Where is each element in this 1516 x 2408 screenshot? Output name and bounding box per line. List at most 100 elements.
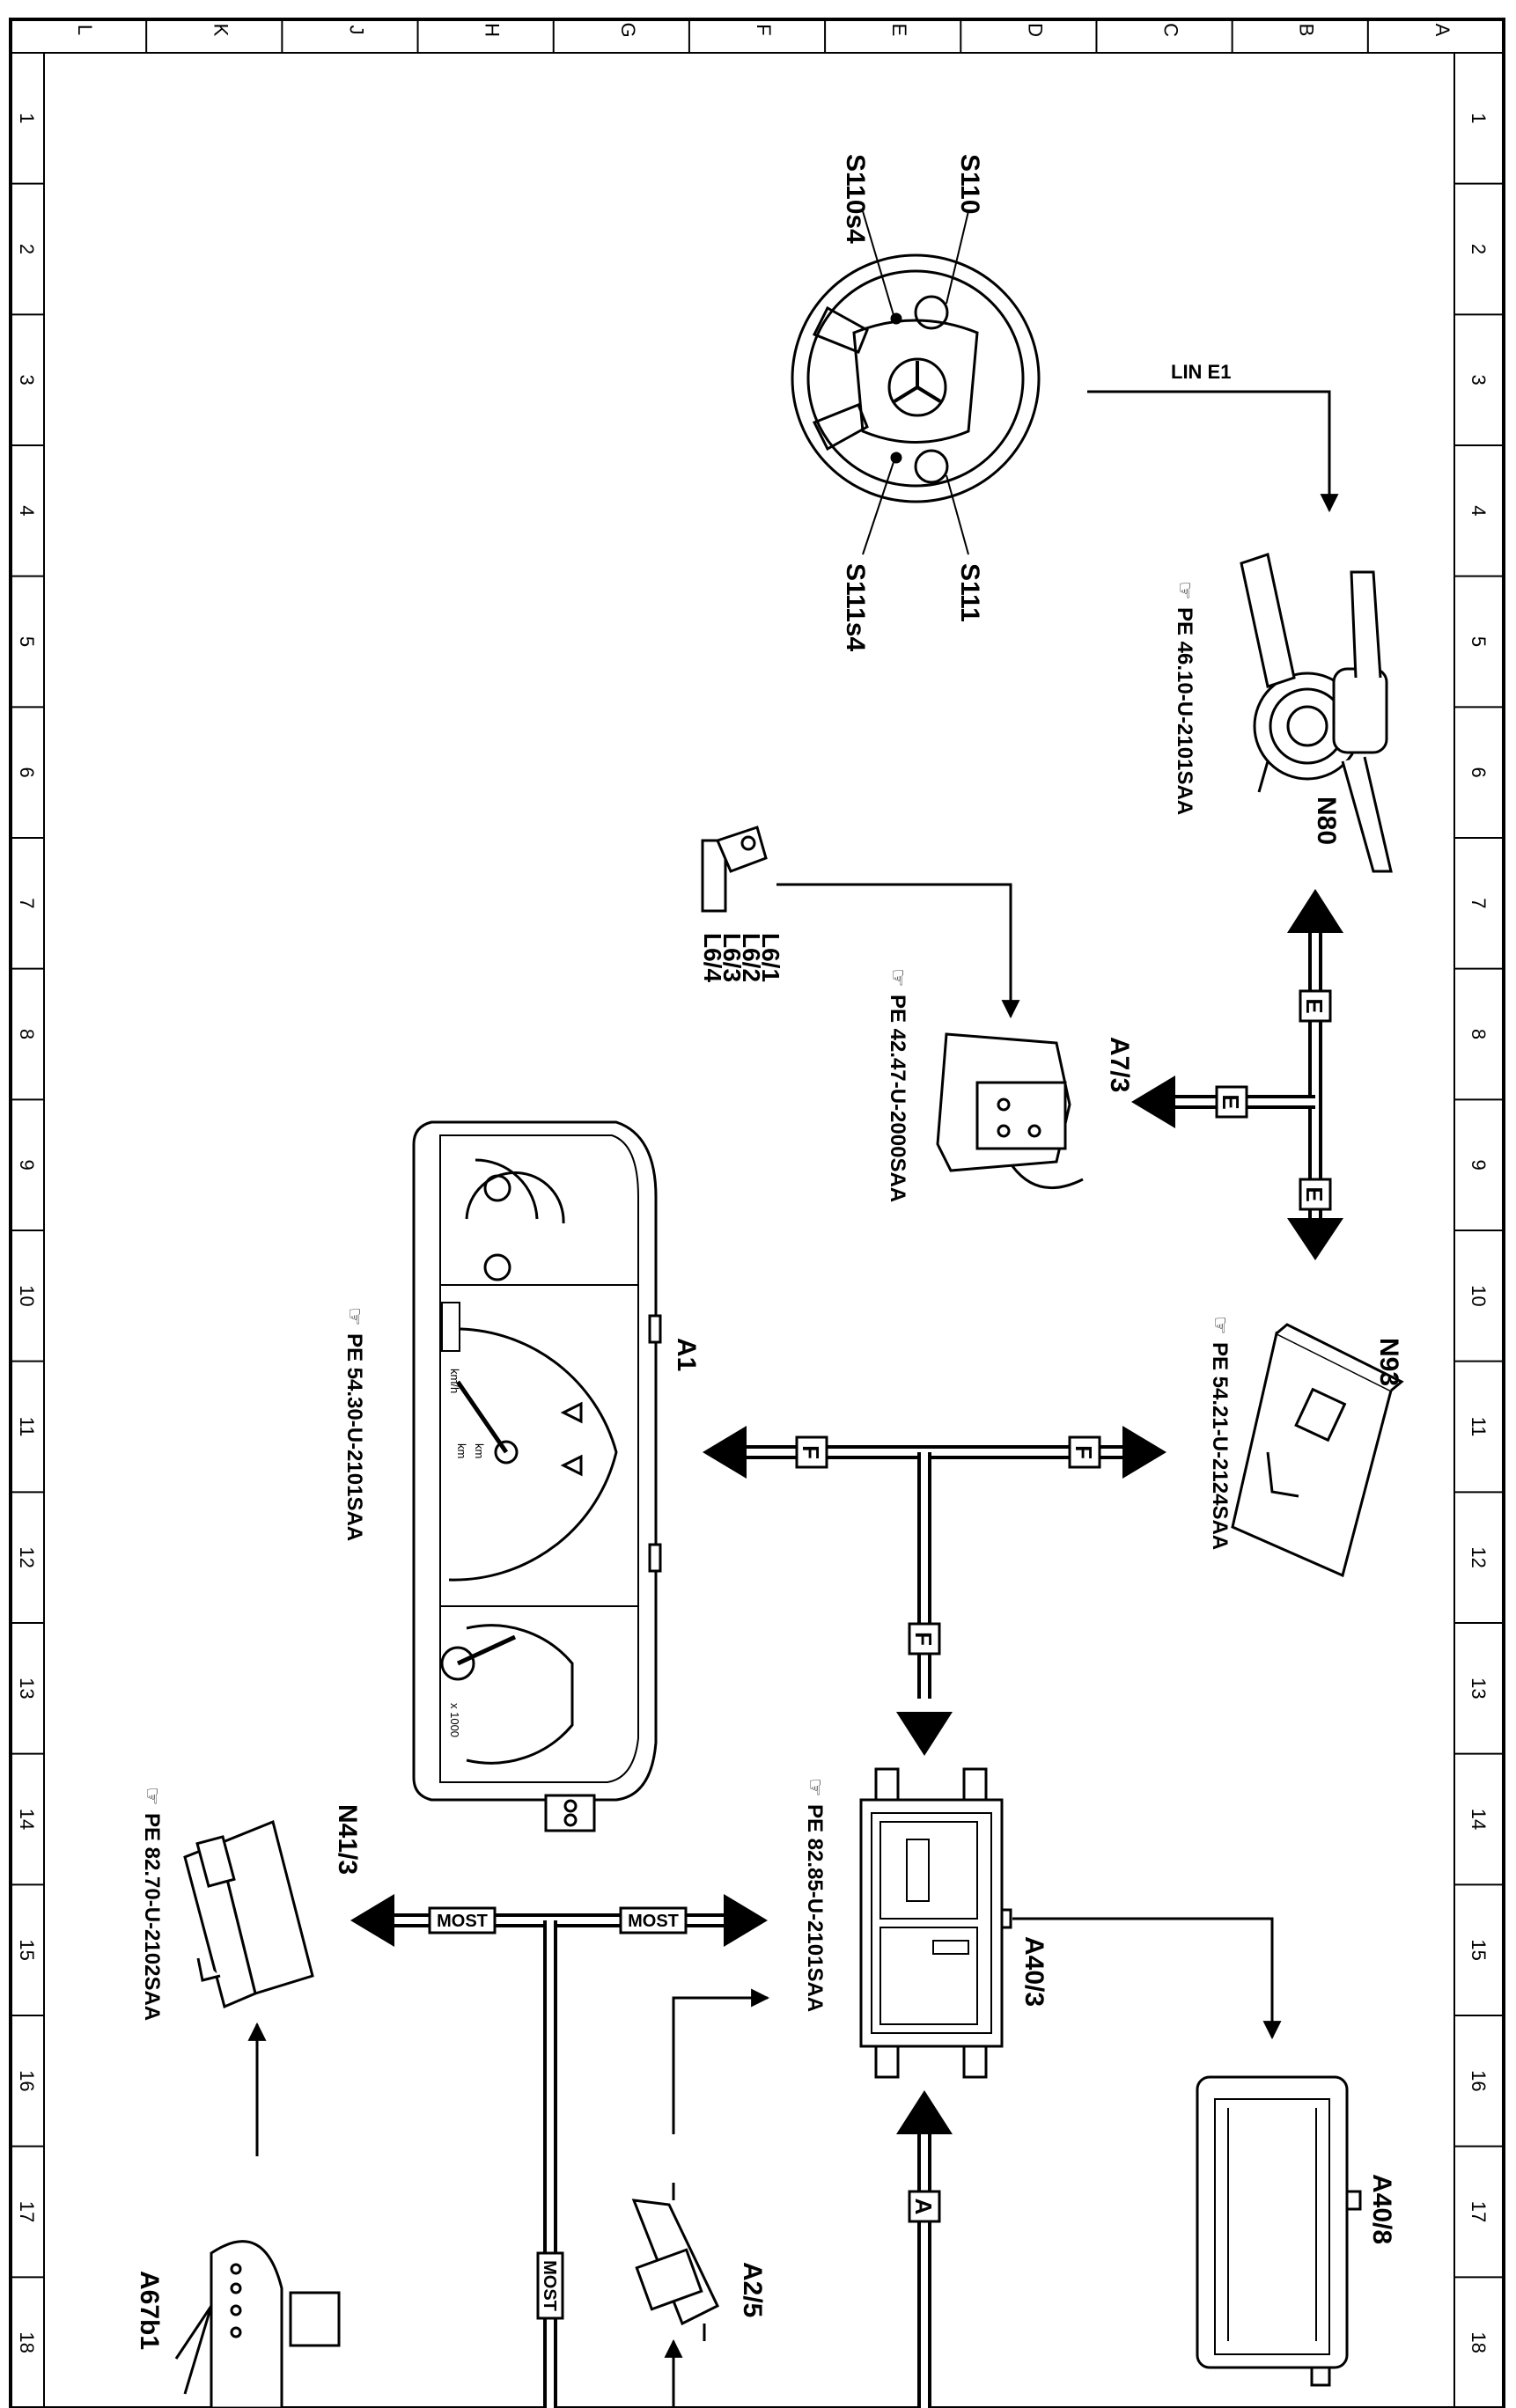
f-bus-arrow-right: [1122, 1426, 1166, 1479]
zone-letter: K: [210, 24, 232, 37]
ref-n93: PE 54.21-U-2124SAA: [1208, 1342, 1232, 1550]
zone-number: 13: [1468, 1678, 1490, 1699]
ref-a1: PE 54.30-U-2101SAA: [342, 1333, 366, 1541]
zone-number: 9: [1468, 1160, 1490, 1171]
zone-number: 3: [16, 375, 38, 385]
zone-letter: F: [753, 24, 775, 35]
label-l6-item: L6/4: [699, 933, 726, 982]
zone-letter: L: [74, 25, 96, 35]
ref-icon-a40-3: ☞: [803, 1778, 827, 1797]
a7-3-module: [936, 1032, 1084, 1190]
label-n41-3: N41/3: [333, 1804, 362, 1875]
e-bus-arrow-left: [1131, 1076, 1175, 1128]
zone-letter: H: [482, 23, 504, 37]
label-a67b1: A67b1: [135, 2271, 164, 2350]
zone-number: 3: [1468, 375, 1490, 385]
zone-letter: A: [1431, 24, 1453, 37]
zone-number: 17: [16, 2201, 38, 2222]
zone-number: 13: [16, 1678, 38, 1699]
label-a-bus: A: [910, 2199, 937, 2215]
ref-icon-n41-3: ☞: [140, 1787, 164, 1806]
cluster-km-2: km: [455, 1443, 468, 1458]
f-bus: [735, 1445, 1136, 1699]
most-bus-arrow-left: [350, 1894, 394, 1947]
label-l6-item: L6/1: [757, 933, 784, 982]
zone-number: 11: [1468, 1417, 1490, 1437]
a1-instrument-cluster: [412, 1120, 662, 1832]
zone-number: 6: [16, 767, 38, 778]
ref-a7-3: PE 42.47-U-2000SAA: [886, 995, 909, 1202]
e-bus: [1160, 911, 1322, 1241]
cluster-km-1: km: [473, 1443, 486, 1458]
n93-module: [1231, 1323, 1404, 1578]
zone-number: 5: [1468, 636, 1490, 647]
label-lin-e1: LIN E1: [1171, 361, 1231, 383]
ref-n41-3: PE 82.70-U-2102SAA: [140, 1813, 164, 2021]
label-n93: N93: [1374, 1338, 1403, 1386]
zone-letter: D: [1024, 23, 1046, 37]
label-l6-item: L6/3: [718, 933, 746, 982]
zone-number: 15: [1468, 1939, 1490, 1960]
cluster-kmh: km/h: [448, 1369, 461, 1393]
label-most-2: MOST: [628, 1912, 679, 1931]
n41-3-module: [183, 1819, 314, 2009]
s111-switch: [914, 449, 949, 484]
ref-n80: PE 46.10-U-2101SAA: [1173, 607, 1196, 815]
a2-5-to-a40-3-wire: [672, 1988, 770, 2134]
zone-letter: E: [888, 24, 910, 37]
label-a2-5: A2/5: [738, 2262, 767, 2317]
a40-3-head-unit: [859, 1767, 1012, 2079]
e-bus-arrow-top: [1287, 889, 1343, 933]
zone-number: 10: [1468, 1285, 1490, 1306]
zone-number: 16: [16, 2070, 38, 2091]
label-n80: N80: [1312, 797, 1341, 845]
zone-number: 11: [16, 1417, 38, 1437]
ref-icon-a1: ☞: [342, 1307, 366, 1326]
zone-number: 4: [16, 505, 38, 516]
zone-number: 17: [1468, 2201, 1490, 2222]
zone-number: 12: [1468, 1546, 1490, 1567]
l6-sensor: [701, 826, 768, 913]
grid-ticks: [11, 19, 1504, 2279]
s110-switch: [914, 295, 949, 330]
zone-number: 16: [1468, 2070, 1490, 2091]
zone-number: 1: [1468, 113, 1490, 123]
a40-3-to-a40-8-wire: [1012, 1917, 1282, 2040]
label-e-bus-3: E: [1218, 1094, 1244, 1109]
zone-number: 18: [1468, 2331, 1490, 2353]
label-s111s4: S111s4: [841, 563, 870, 651]
zone-number: 14: [16, 1809, 38, 1830]
zone-letter: B: [1296, 24, 1318, 37]
zone-letter: C: [1160, 23, 1182, 37]
label-s110s4: S110s4: [841, 154, 870, 244]
ref-icon-n80: ☞: [1173, 581, 1196, 600]
label-a7-3: A7/3: [1105, 1037, 1134, 1092]
zone-number: 6: [1468, 767, 1490, 778]
label-most-3: MOST: [540, 2260, 559, 2311]
zone-number: 10: [16, 1285, 38, 1306]
most-bus-arrow-right: [724, 1894, 768, 1947]
zone-number: 1: [16, 113, 38, 123]
cluster-rpm: x 1000: [448, 1703, 461, 1737]
label-f-bus-2: F: [1071, 1445, 1097, 1459]
a2-5-antenna-amplifier: [631, 2183, 719, 2341]
zone-number: 5: [16, 636, 38, 647]
e-bus-arrow-bottom: [1287, 1218, 1343, 1260]
zone-number: 8: [1468, 1029, 1490, 1039]
zone-number: 2: [16, 244, 38, 254]
zone-number: 15: [16, 1939, 38, 1960]
zone-letter: J: [345, 26, 367, 35]
lin-e1-wire: [1087, 390, 1339, 513]
a-bus-arrow-up: [896, 2090, 953, 2134]
zone-number: 7: [1468, 898, 1490, 908]
ref-icon-n93: ☞: [1208, 1316, 1232, 1335]
zone-number: 7: [16, 898, 38, 908]
label-l6-item: L6/2: [738, 933, 765, 982]
ref-icon-a7-3: ☞: [886, 968, 909, 987]
steering-wheel: [791, 210, 1041, 555]
ref-a40-3: PE 82.85-U-2101SAA: [803, 1804, 827, 2012]
n80-steering-column-module: [1240, 553, 1393, 873]
